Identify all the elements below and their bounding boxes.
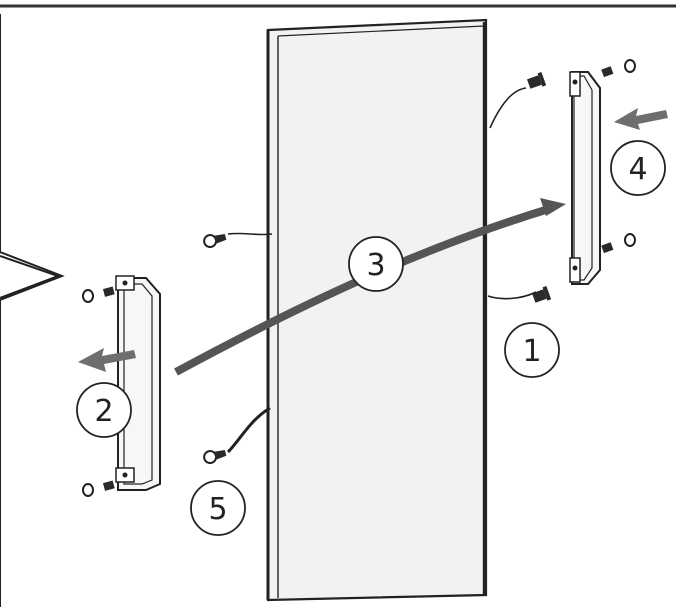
cabinet-break-line	[0, 255, 61, 299]
screw-icon	[532, 286, 552, 303]
step-number-4: 4	[628, 152, 647, 187]
step-callout-3: 3	[348, 236, 404, 292]
step-number-2: 2	[94, 394, 113, 429]
arrow-left-icon	[614, 108, 668, 130]
screw-icon	[601, 66, 614, 78]
step-callout-2: 2	[76, 382, 132, 438]
step-number-5: 5	[208, 492, 227, 527]
washer-icon	[624, 233, 636, 247]
washer-icon	[82, 289, 94, 303]
washer-icon	[624, 59, 636, 73]
washer-icon	[82, 483, 94, 497]
left-handle	[115, 275, 161, 491]
screw-icon	[203, 449, 227, 465]
step-number-3: 3	[366, 248, 385, 283]
step-callout-5: 5	[190, 480, 246, 536]
screw-icon	[601, 242, 614, 254]
step-number-1: 1	[522, 334, 541, 369]
arrow-left-icon	[78, 348, 136, 372]
guide-line	[489, 87, 527, 129]
screw-icon	[102, 286, 115, 297]
guide-line	[227, 232, 273, 236]
screw-icon	[203, 233, 227, 249]
arrow-head-icon	[540, 198, 566, 216]
step-callout-4: 4	[610, 140, 666, 196]
step-callout-1: 1	[504, 322, 560, 378]
screw-icon	[527, 72, 547, 89]
guide-line	[226, 406, 271, 454]
screw-icon	[102, 480, 115, 491]
cabinet-edge	[0, 14, 65, 607]
right-handle	[569, 71, 601, 285]
guide-line	[487, 291, 537, 300]
